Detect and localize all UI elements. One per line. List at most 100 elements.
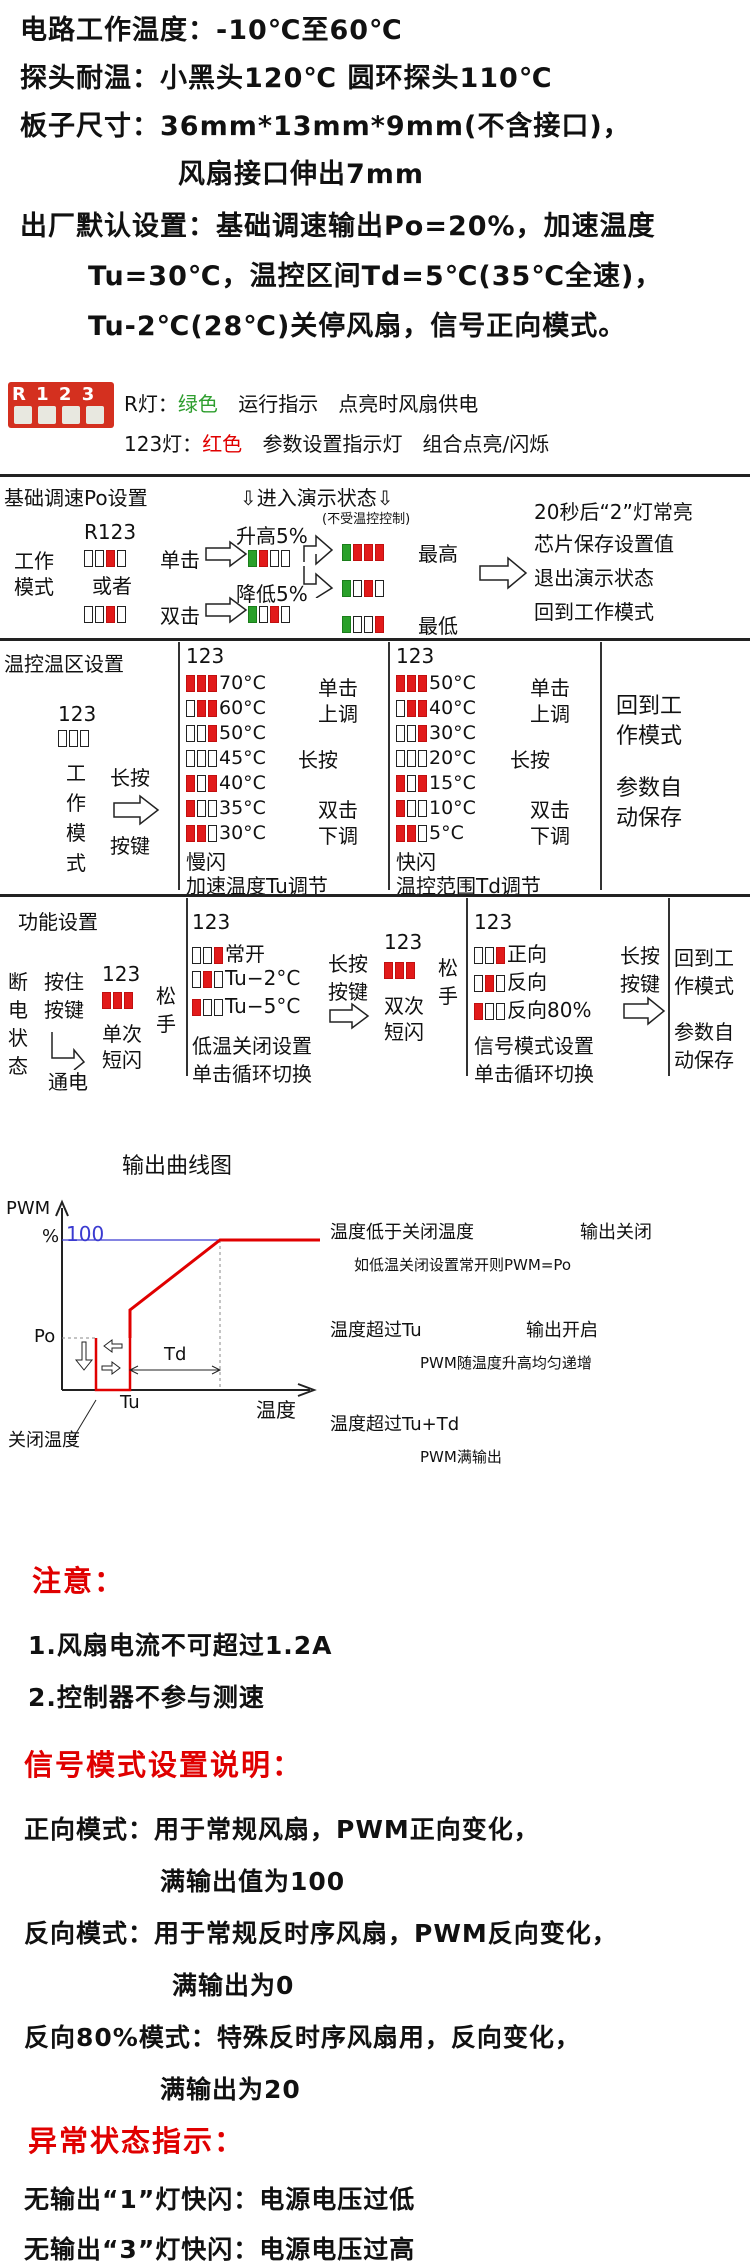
led-indicator — [407, 725, 416, 742]
led-indicator — [208, 700, 217, 717]
led-pattern — [342, 542, 386, 561]
tu-longpress-label: 长按 — [298, 748, 338, 772]
option-reverse: 反向 — [474, 966, 547, 995]
led-indicator — [186, 700, 195, 717]
long-press-key-label: 按键 — [110, 834, 150, 858]
option-always-on: 常开 — [192, 938, 265, 967]
led-indicator — [197, 725, 206, 742]
long-press-key-label: 按键 — [328, 980, 368, 1004]
value-row: 45°C — [186, 747, 266, 772]
curve-desc: 温度低于关闭温度 — [330, 1222, 474, 1243]
led-indicator — [418, 775, 427, 792]
auto-save-line: 动保存 — [616, 806, 683, 831]
section-title: 基础调速Po设置 — [4, 486, 148, 510]
td-double-label: 双击 — [530, 798, 570, 822]
led-board-label: R 1 2 3 — [12, 384, 97, 405]
curve-desc: 输出开启 — [526, 1320, 598, 1341]
demo-exit-line: 20秒后“2”灯常亮 — [534, 500, 693, 524]
led-indicator — [208, 775, 217, 792]
attention-title: 注意： — [32, 1564, 126, 1598]
signal-desc: 满输出为0 — [172, 1971, 295, 2000]
led-label: 123 — [58, 702, 97, 726]
demo-exit-line: 回到工作模式 — [534, 600, 654, 624]
value-text: 60°C — [219, 697, 266, 719]
value-text: 20°C — [429, 747, 476, 769]
arrow-right-icon — [205, 540, 248, 568]
led-indicator — [197, 800, 206, 817]
led-pattern — [58, 728, 91, 747]
highest-label: 最高 — [418, 542, 458, 566]
value-row: 30°C — [396, 722, 476, 747]
signal-desc: 正向模式：用于常规风扇，PWM正向变化， — [24, 1815, 540, 1844]
spec-line: 探头耐温：小黑头120℃ 圆环探头110℃ — [20, 63, 553, 94]
td-header: 123 — [396, 644, 435, 668]
single-flash-label: 短闪 — [102, 1048, 142, 1072]
po-label: Po — [34, 1326, 56, 1347]
led-indicator — [418, 700, 427, 717]
led-indicator — [197, 775, 206, 792]
back-to-work-line: 作模式 — [616, 724, 683, 749]
release-label: 松手 — [156, 984, 176, 1036]
curve-desc: 输出关闭 — [580, 1222, 652, 1243]
arrow-right-icon — [205, 596, 248, 624]
led-indicator — [418, 750, 427, 767]
led-indicator — [197, 675, 206, 692]
hold-label: 按住 — [44, 970, 84, 994]
double-flash-label: 短闪 — [384, 1020, 424, 1044]
note-item: 2.控制器不参与测速 — [28, 1683, 265, 1712]
led-indicator — [396, 700, 405, 717]
tu-double-label: 双击 — [318, 798, 358, 822]
value-row: 35°C — [186, 797, 266, 822]
value-text: 50°C — [219, 722, 266, 744]
td-down-label: 下调 — [530, 824, 570, 848]
back-to-work-line: 回到工 — [616, 694, 683, 719]
demo-exit-line: 退出演示状态 — [534, 566, 654, 590]
led-indicator — [418, 725, 427, 742]
tu-header: 123 — [186, 644, 225, 668]
arrow-right-icon — [329, 1002, 370, 1030]
down5-label: 降低5% — [236, 582, 308, 606]
td-up-label: 上调 — [530, 702, 570, 726]
led-indicator — [197, 825, 206, 842]
spec-line: Tu=30℃，温控区间Td=5℃(35℃全速)， — [88, 261, 663, 292]
led-indicator — [407, 775, 416, 792]
signal-desc: 反向80%模式：特殊反时序风扇用，反向变化， — [24, 2023, 581, 2052]
option-forward: 正向 — [474, 938, 547, 967]
curve-desc: 如低温关闭设置常开则PWM=Po — [354, 1256, 572, 1274]
pct-label: % — [42, 1226, 60, 1247]
led-indicator — [208, 750, 217, 767]
output-curve-chart — [55, 1199, 320, 1441]
spec-line: 电路工作温度：-10℃至60℃ — [20, 15, 403, 46]
value-row: 5°C — [396, 822, 476, 847]
cycle-caption: 单击循环切换 — [192, 1062, 312, 1086]
up5-label: 升高5% — [236, 524, 308, 548]
led-indicator — [396, 750, 405, 767]
double-flash-label: 双次 — [384, 994, 424, 1018]
led-pattern — [342, 614, 386, 633]
col-header: 123 — [474, 910, 513, 934]
led-indicator — [418, 800, 427, 817]
back-to-work-line: 作模式 — [674, 974, 734, 998]
double-click-label: 双击 — [160, 604, 200, 628]
curve-desc: PWM满输出 — [420, 1448, 502, 1466]
value-row: 50°C — [186, 722, 266, 747]
spec-line: 板子尺寸：36mm*13mm*9mm(不含接口)， — [20, 111, 631, 142]
long-press-label: 长按 — [620, 944, 660, 968]
signal-desc: 反向模式：用于常规反时序风扇，PWM反向变化， — [24, 1919, 618, 1948]
release-label: 松手 — [438, 956, 458, 1008]
led-indicator — [407, 700, 416, 717]
long-press-key-label: 按键 — [620, 972, 660, 996]
tu-up-label: 上调 — [318, 702, 358, 726]
single-flash-label: 单次 — [102, 1022, 142, 1046]
value-row: 50°C — [396, 672, 476, 697]
value-text: 5°C — [429, 822, 464, 844]
led-indicator — [208, 675, 217, 692]
led-indicator — [407, 825, 416, 842]
legend-123: 123灯：红色 参数设置指示灯 组合点亮/闪烁 — [124, 432, 550, 456]
value-text: 35°C — [219, 797, 266, 819]
signal-caption: 信号模式设置 — [474, 1034, 594, 1058]
td-fast-label: 快闪 — [396, 850, 436, 874]
no-temp-note: (不受温控控制) — [322, 512, 411, 527]
signal-desc: 满输出值为100 — [160, 1867, 346, 1896]
